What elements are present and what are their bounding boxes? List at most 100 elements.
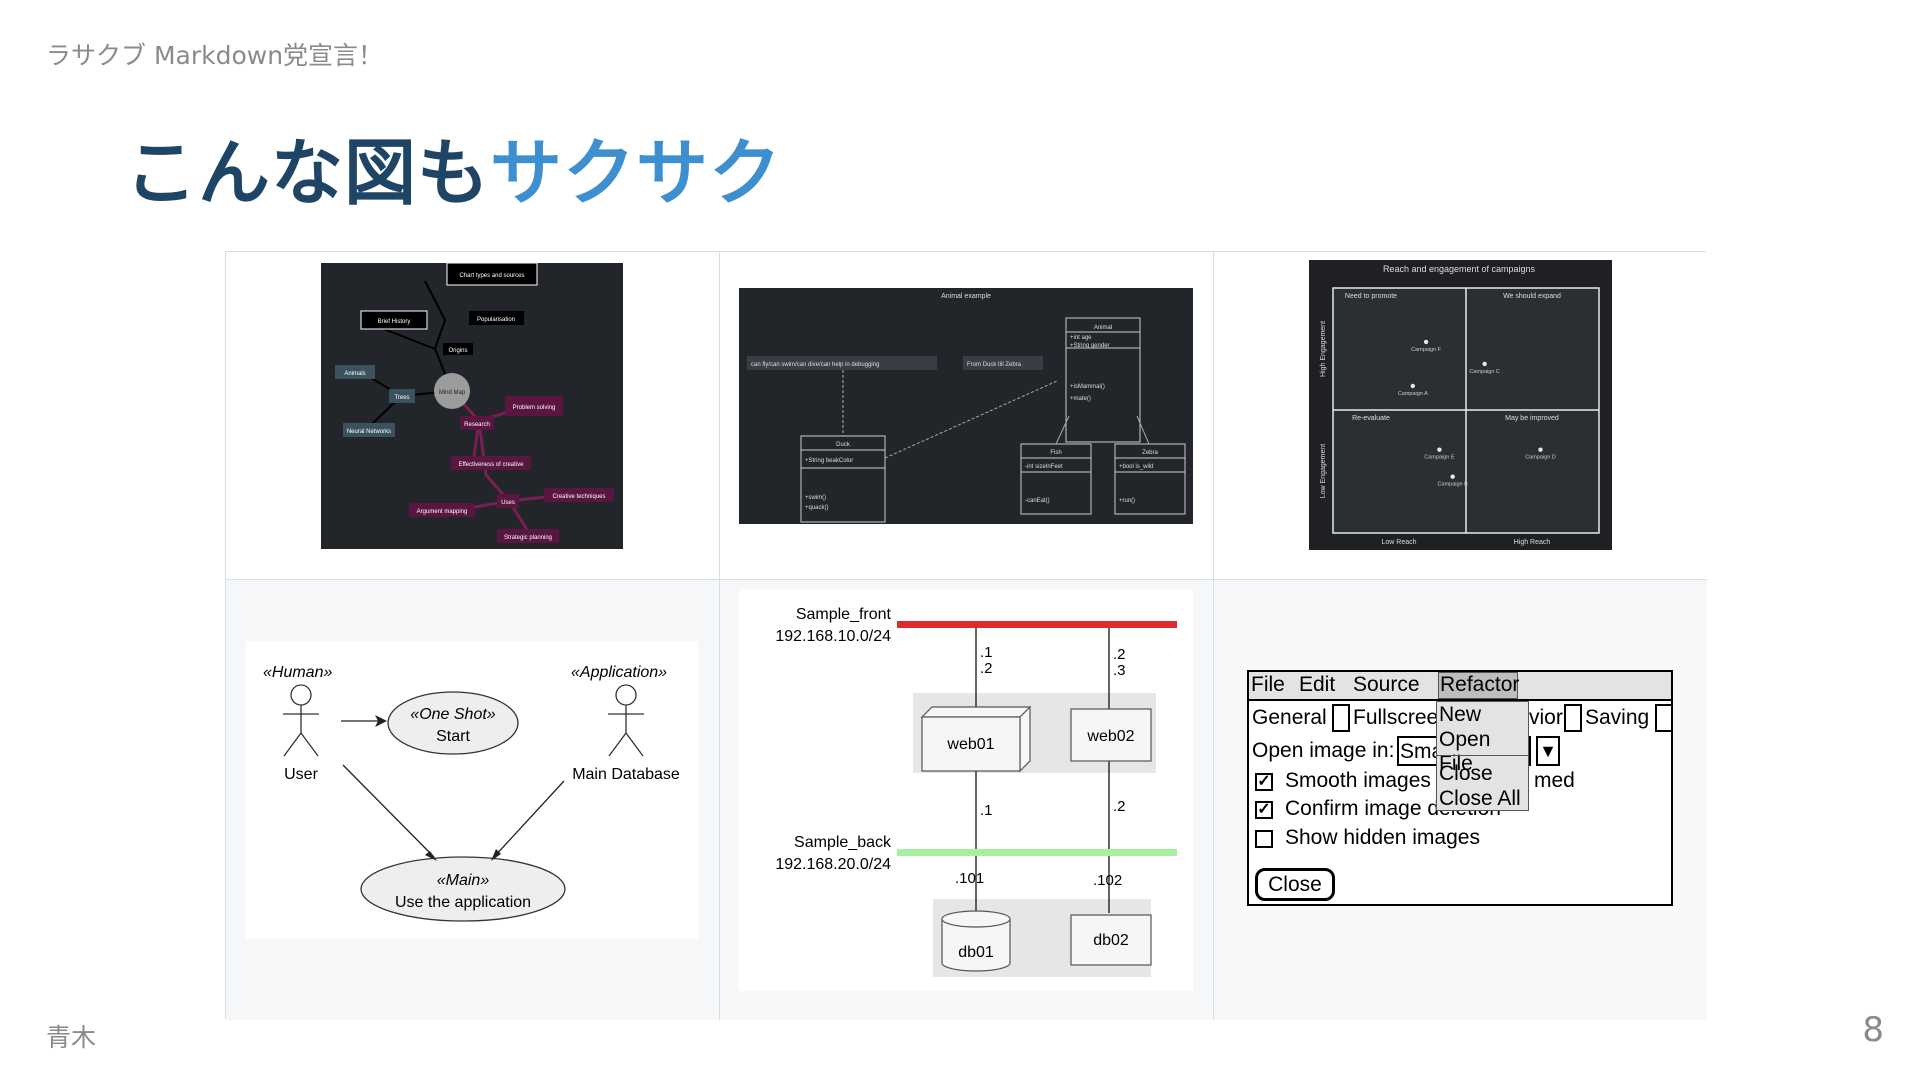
quadrant-y-high: High Engagement xyxy=(1320,321,1327,377)
network-web01: web01 xyxy=(946,736,994,753)
class-duck-name: Duck xyxy=(836,442,851,448)
quadrant-q2-label: Need to promote xyxy=(1345,293,1397,300)
network-image: Sample_front 192.168.10.0/24 Sample_back… xyxy=(739,589,1193,991)
quadrant-q1-label: We should expand xyxy=(1503,293,1561,300)
salt-checkbox-confirm: ✓ xyxy=(1255,801,1273,819)
quadrant-y-low: Low Engagement xyxy=(1320,444,1327,499)
network-web02: web02 xyxy=(1086,728,1134,745)
network-web01-front: .1.2 xyxy=(980,644,993,677)
quadrant-q4-label: May be improved xyxy=(1505,415,1559,422)
quadrant-point xyxy=(1410,383,1415,389)
usecase-uc1-label: Start xyxy=(436,728,470,745)
salt-tab-separator xyxy=(1332,704,1350,732)
quadrant-point xyxy=(1437,447,1442,452)
salt-menu-source: Source xyxy=(1353,673,1420,696)
quadrant-x-high: High Reach xyxy=(1514,539,1551,546)
quadrant-title: Reach and engagement of campaigns xyxy=(1383,264,1536,274)
class-animal-name: Animal xyxy=(1094,325,1112,331)
class-fish-name: Fish xyxy=(1050,450,1061,456)
class-zebra-field: +bool is_wild xyxy=(1119,464,1154,470)
mindmap-node: Chart types and sources xyxy=(459,273,524,279)
mindmap-node: Popularisation xyxy=(477,317,515,323)
slide-footer: 青木 xyxy=(46,1023,97,1052)
usecase-actor-user: User xyxy=(284,766,318,783)
network-web01-back: .1 xyxy=(980,802,993,819)
class-duck-method: +swim() xyxy=(805,495,826,501)
class-animal-field: +String gender xyxy=(1070,343,1110,349)
usecase-uc1-stereotype: «One Shot» xyxy=(410,706,496,723)
salt-tab-general: General xyxy=(1252,706,1327,729)
mindmap-node: Problem solving xyxy=(513,405,556,411)
class-zebra-name: Zebra xyxy=(1142,450,1158,456)
network-web02-back: .2 xyxy=(1113,798,1126,815)
salt-menu-active xyxy=(1438,672,1518,699)
class-duck-method: +quack() xyxy=(805,505,829,511)
salt-tab-saving: Saving xyxy=(1585,706,1650,729)
usecase-uc2-stereotype: «Main» xyxy=(437,872,490,889)
quadrant-point xyxy=(1423,339,1429,345)
mindmap-node: Uses xyxy=(501,500,515,506)
mindmap-center: Mind Map xyxy=(439,390,466,396)
salt-open-image-label: Open image in: xyxy=(1252,739,1395,762)
salt-menu-file: File xyxy=(1251,673,1285,696)
mindmap-node: Strategic planning xyxy=(504,535,552,541)
salt-select-value: Sma xyxy=(1400,740,1444,763)
title-accent: サクサク xyxy=(490,131,783,215)
class-animal-field: +int age xyxy=(1070,335,1092,341)
salt-menu-item-open-file: Open File xyxy=(1439,728,1491,775)
salt-select-arrow-icon: ▼ xyxy=(1536,736,1560,766)
usecase-app-stereotype: «Application» xyxy=(571,664,667,681)
quadrant-point-label: Campaign C xyxy=(1469,369,1500,375)
usecase-human-stereotype: «Human» xyxy=(263,664,332,681)
class-note-right: From Duck till Zebra xyxy=(967,362,1022,368)
quadrant-q3-label: Re-evaluate xyxy=(1352,415,1390,422)
salt-label-smooth: Smooth images xyxy=(1285,769,1431,792)
mindmap-node: Brief History xyxy=(378,319,411,325)
class-zebra-method: +run() xyxy=(1119,498,1135,504)
salt-label-smooth-suffix: med xyxy=(1534,769,1575,792)
salt-tab-behavior: vior xyxy=(1529,706,1563,729)
quadrant-x-low: Low Reach xyxy=(1381,539,1416,546)
title-main: こんな図も xyxy=(125,131,491,215)
mindmap-node: Argument mapping xyxy=(417,509,468,515)
slide-header: ラサクブ Markdown党宣言！ xyxy=(46,41,384,70)
salt-menu-item-close: Close xyxy=(1439,762,1493,785)
network-db02-back: .102 xyxy=(1093,872,1122,889)
mindmap-node: Neural Networks xyxy=(347,429,391,435)
network-web02-front: .2.3 xyxy=(1113,646,1126,679)
class-fish-method: -canEat() xyxy=(1025,498,1050,504)
slide-title: こんな図もサクサク xyxy=(125,114,782,219)
class-diagram-image: Animal example can fly/can swim/can dive… xyxy=(739,288,1193,524)
class-animal-method: +mate() xyxy=(1070,396,1091,402)
usecase-uc2-label: Use the application xyxy=(395,894,531,911)
salt-close-button: Close xyxy=(1255,868,1335,901)
page-number: 8 xyxy=(1862,1010,1884,1050)
quadrant-point-label: Campaign D xyxy=(1525,455,1556,461)
salt-label-hidden: Show hidden images xyxy=(1285,826,1480,849)
quadrant-point-label: Campaign A xyxy=(1398,391,1428,397)
salt-tab-separator xyxy=(1655,704,1673,732)
network-back-addr: 192.168.20.0/24 xyxy=(775,856,891,873)
salt-menu-refactor: Refactor xyxy=(1440,673,1520,696)
salt-menu-item-new: New xyxy=(1439,703,1482,726)
quadrant-point xyxy=(1538,447,1543,452)
salt-dropdown-menu: New Open File Close Close All xyxy=(1436,701,1529,811)
quadrant-point-label: Campaign B xyxy=(1438,482,1469,488)
network-back-name: Sample_back xyxy=(794,834,892,851)
mindmap-node: Research xyxy=(464,422,490,428)
quadrant-point-label: Campaign E xyxy=(1424,455,1455,461)
class-diagram-title: Animal example xyxy=(941,293,991,300)
salt-checkbox-smooth: ✓ xyxy=(1255,773,1273,791)
class-note-left: can fly/can swim/can dive/can help in de… xyxy=(751,362,879,368)
salt-checkbox-hidden xyxy=(1255,830,1273,848)
quadrant-point xyxy=(1450,474,1455,479)
class-duck-field: +String beakColor xyxy=(805,458,853,464)
network-front-addr: 192.168.10.0/24 xyxy=(775,628,891,645)
mindmap-image: Mind Map Chart types and sources Brief H… xyxy=(321,263,623,549)
mindmap-node: Origins xyxy=(448,348,467,354)
mindmap-node: Creative techniques xyxy=(552,494,605,500)
quadrant-point xyxy=(1482,361,1487,367)
salt-tab-fullscreen: Fullscree xyxy=(1353,706,1439,729)
network-db02: db02 xyxy=(1093,932,1129,949)
mindmap-node: Trees xyxy=(394,395,409,401)
